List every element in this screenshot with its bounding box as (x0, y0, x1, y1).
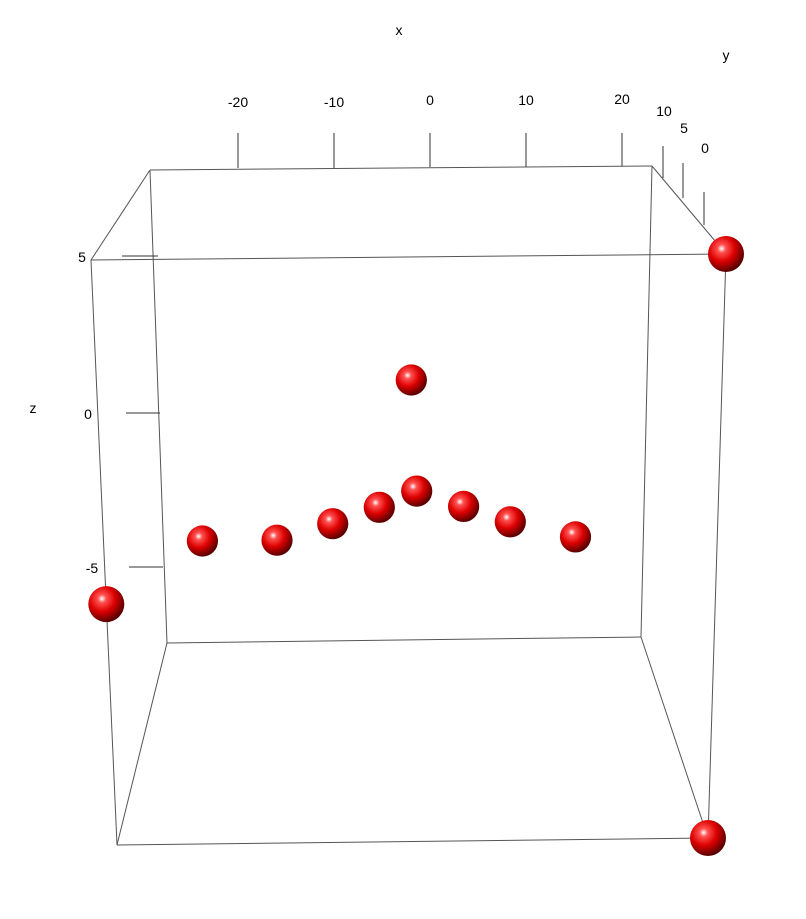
box-edge (640, 636, 709, 839)
z-axis-label: z (30, 400, 37, 416)
box-edge (90, 253, 727, 261)
data-point (401, 475, 433, 507)
data-point (395, 364, 427, 396)
data-point (88, 586, 125, 623)
y-axis: 10 5 0 y (656, 47, 730, 225)
box-edge (166, 636, 642, 644)
x-tick-label: -20 (228, 94, 248, 110)
box-edge (149, 165, 653, 171)
x-tick-label: 0 (426, 92, 434, 108)
y-tick-label: 0 (701, 140, 709, 156)
box-edge (149, 169, 168, 644)
data-point (317, 508, 349, 540)
box-edge (90, 259, 118, 846)
box-edge (90, 169, 151, 261)
data-point (690, 820, 726, 856)
z-tick-label: 5 (78, 249, 86, 265)
z-axis: 5 0 -5 z (30, 249, 163, 576)
x-tick-label: 10 (518, 92, 534, 108)
data-points (88, 236, 744, 856)
x-tick-label: 20 (614, 91, 630, 107)
box-edge (651, 165, 727, 255)
data-point (363, 491, 395, 523)
x-axis-label: x (396, 22, 403, 38)
y-tick-label: 5 (680, 120, 688, 136)
box-edge (707, 253, 727, 839)
data-point (186, 525, 218, 557)
box-edge (640, 165, 653, 638)
data-point (708, 236, 744, 272)
box-edge (116, 642, 168, 846)
data-point (559, 521, 592, 553)
data-point (448, 490, 480, 522)
bounding-box (90, 165, 727, 846)
data-point (261, 524, 293, 556)
box-edge (116, 837, 709, 846)
data-point (494, 506, 526, 538)
y-tick-label: 10 (656, 103, 672, 119)
y-axis-label: y (723, 47, 730, 63)
z-tick-label: -5 (86, 560, 99, 576)
z-tick-label: 0 (84, 406, 92, 422)
x-axis: -20 -10 0 10 20 x (228, 22, 630, 168)
x-tick-label: -10 (324, 94, 344, 110)
